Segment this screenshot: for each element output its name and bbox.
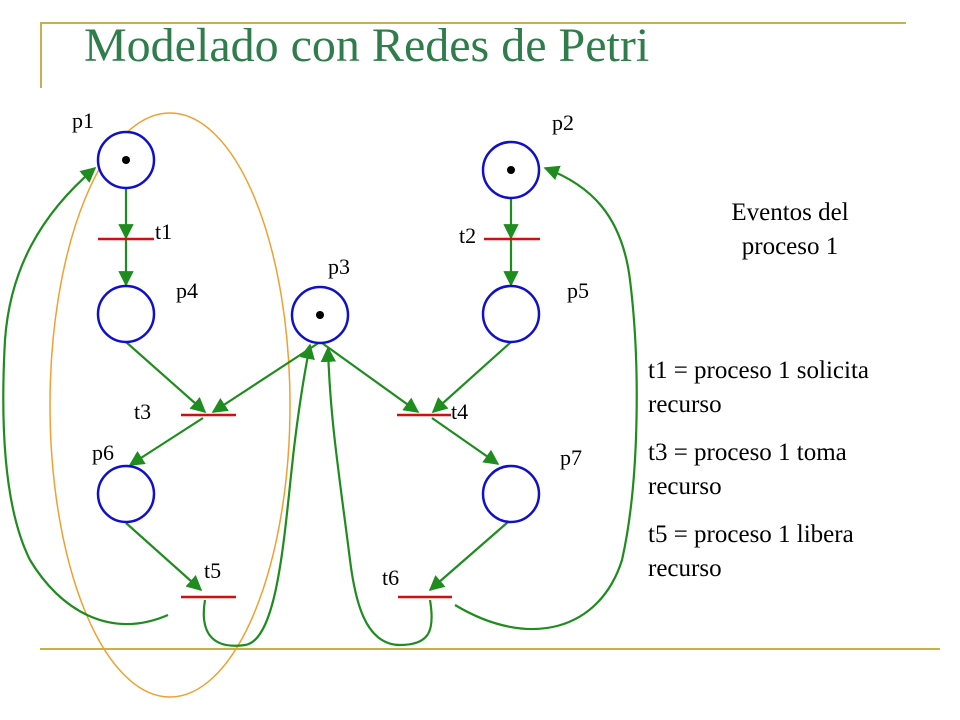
arc-p3-t4: [321, 342, 420, 413]
place-p7: [481, 464, 541, 524]
label-p7: p7: [560, 445, 582, 470]
token-p2: [507, 166, 515, 174]
label-p2: p2: [552, 110, 574, 135]
label-p1: p1: [72, 108, 94, 133]
place-p5: [481, 284, 541, 344]
legend-item-t3-line2: recurso: [648, 473, 722, 500]
label-t5: t5: [204, 558, 221, 583]
place-p4: [96, 284, 156, 344]
arc-p4-t3: [125, 341, 207, 414]
slide-title: Modelado con Redes de Petri: [84, 19, 650, 72]
label-p4: p4: [176, 278, 198, 303]
label-t3: t3: [134, 399, 151, 424]
legend-item-t1-line1: t1 = proceso 1 solicita: [648, 357, 869, 384]
legend-item-t5-line1: t5 = proceso 1 libera: [648, 521, 854, 548]
label-p6: p6: [92, 440, 114, 465]
arc-t5-p1: [2, 166, 169, 625]
events-heading-line1: Eventos del: [731, 199, 849, 226]
label-t4: t4: [451, 399, 468, 424]
label-t1: t1: [155, 219, 172, 244]
arc-p7-t6: [428, 521, 509, 592]
place-p6: [96, 464, 156, 524]
arc-t5-p3: [202, 343, 315, 647]
events-heading-line2: proceso 1: [741, 233, 839, 260]
process-1-highlight-ellipse: [49, 112, 291, 698]
token-p3: [316, 311, 324, 319]
title-top-rule: [40, 22, 906, 24]
events-legend: t1 = proceso 1 solicita recurso t3 = pro…: [648, 354, 948, 600]
arc-t6-p2: [454, 165, 638, 631]
legend-item-t1: t1 = proceso 1 solicita recurso: [648, 354, 948, 422]
events-heading: Eventos del proceso 1: [690, 196, 890, 264]
label-t2: t2: [459, 223, 476, 248]
arc-p5-t4: [431, 341, 512, 414]
legend-item-t1-line2: recurso: [648, 391, 722, 418]
label-t6: t6: [382, 565, 399, 590]
arc-t6-p3: [320, 346, 433, 647]
bottom-rule: [40, 648, 940, 650]
title-left-rule: [40, 22, 42, 88]
arc-p6-t5: [125, 522, 203, 592]
arc-t3-p6: [128, 417, 204, 466]
arc-t4-p7: [431, 417, 500, 465]
label-p3: p3: [328, 254, 350, 279]
label-p5: p5: [567, 278, 589, 303]
legend-item-t3: t3 = proceso 1 toma recurso: [648, 436, 948, 504]
legend-item-t5: t5 = proceso 1 libera recurso: [648, 518, 948, 586]
legend-item-t3-line1: t3 = proceso 1 toma: [648, 439, 847, 466]
token-p1: [122, 156, 130, 164]
legend-item-t5-line2: recurso: [648, 555, 722, 582]
